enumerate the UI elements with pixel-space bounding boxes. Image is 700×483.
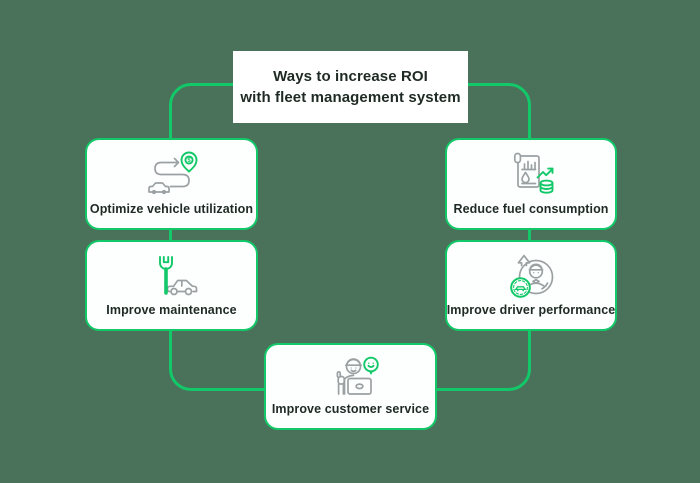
card-label: Improve maintenance	[106, 303, 237, 317]
route-to-money-pin-icon: $	[143, 140, 201, 202]
card-improve-maintenance: Improve maintenance	[85, 240, 258, 331]
card-improve-driver-performance: Improve driver performance	[445, 240, 617, 331]
card-label: Optimize vehicle utilization	[89, 202, 254, 216]
title-line-1: Ways to increase ROI	[273, 68, 428, 85]
card-improve-customer-service: Improve customer service	[264, 343, 437, 430]
svg-text:$: $	[187, 158, 191, 164]
title-line-2: with fleet management system	[240, 89, 461, 106]
card-label: Improve customer service	[271, 402, 430, 416]
card-optimize-vehicle-utilization: $ Optimize vehicle utilization	[85, 138, 258, 230]
card-label: Reduce fuel consumption	[453, 202, 609, 216]
fuel-report-growth-icon	[502, 140, 560, 202]
wrench-car-icon	[143, 242, 201, 303]
card-label: Improve driver performance	[446, 303, 616, 317]
card-reduce-fuel-consumption: Reduce fuel consumption	[445, 138, 617, 230]
support-agent-laptop-icon	[322, 345, 380, 402]
driver-steering-wheel-icon	[502, 242, 560, 303]
title-card: Ways to increase ROI with fleet manageme…	[233, 51, 468, 123]
